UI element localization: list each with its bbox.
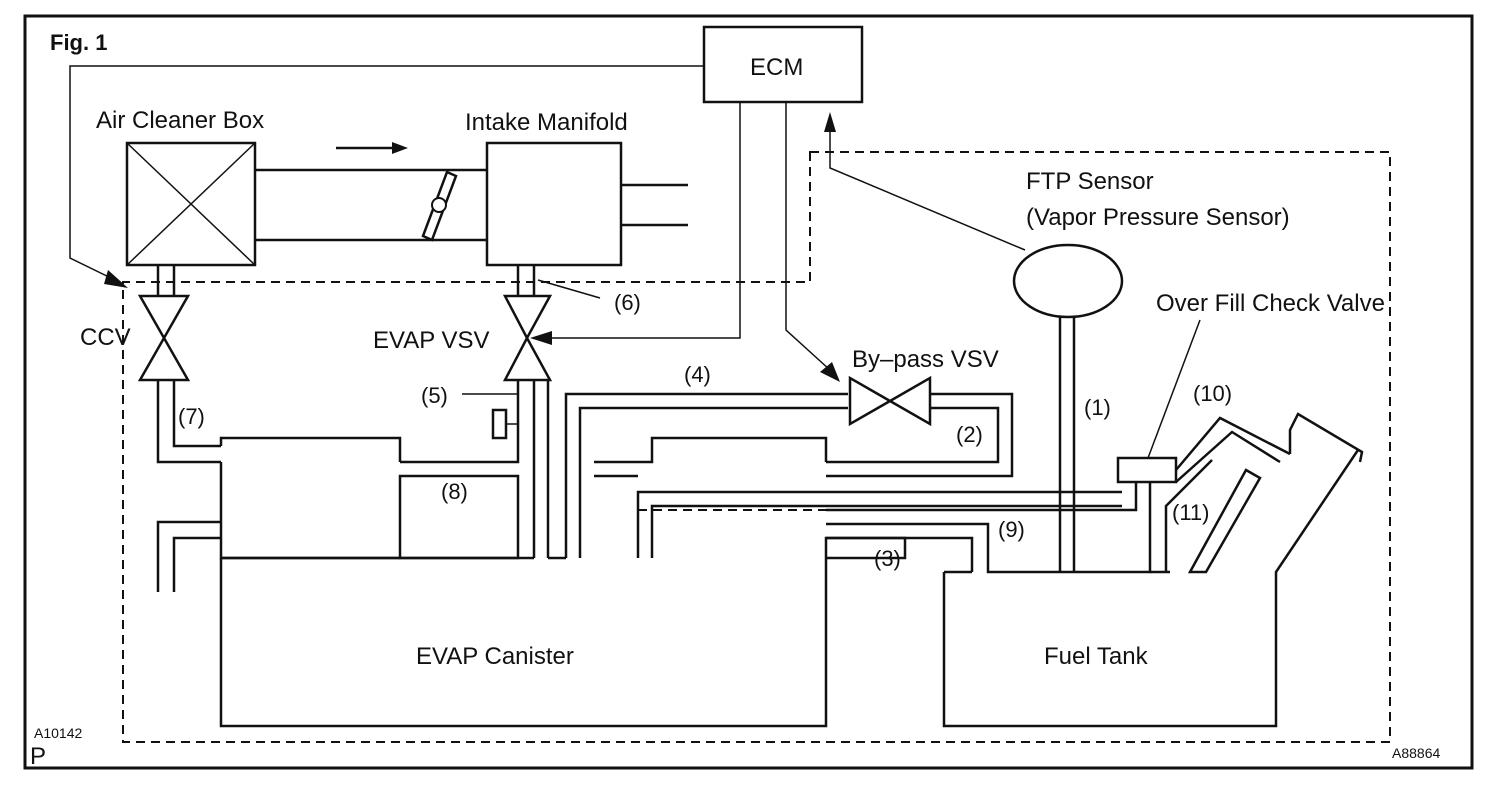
throttle-valve	[421, 170, 458, 242]
hose-number-5: (5)	[421, 383, 448, 408]
air-cleaner-box	[125, 141, 257, 267]
fuel-tank-label: Fuel Tank	[1044, 643, 1149, 670]
fuel-tank	[942, 449, 1360, 728]
ftp-sensor	[1012, 243, 1124, 319]
evap-canister-label: EVAP Canister	[416, 643, 574, 670]
hose-number-9: (9)	[998, 517, 1025, 542]
hose-number-6: (6)	[614, 290, 641, 315]
hose-number-10: (10)	[1193, 381, 1232, 406]
hose-number-11: (11)	[1172, 500, 1210, 525]
figure-code-left: A10142	[34, 725, 82, 741]
air-cleaner-box-label: Air Cleaner Box	[96, 107, 264, 134]
hose-number-4: (4)	[684, 362, 711, 387]
hose-number-2: (2)	[956, 422, 983, 447]
ccv-valve	[137, 294, 191, 382]
intake-manifold-label: Intake Manifold	[465, 109, 628, 136]
hose-number-1: (1)	[1084, 395, 1111, 420]
airflow-arrow-icon	[336, 142, 408, 154]
hose-number-3: (3)	[874, 546, 901, 571]
ftp-sensor-label: FTP Sensor	[1026, 168, 1154, 195]
filter-icon	[491, 408, 508, 440]
over-fill-check-valve-label: Over Fill Check Valve	[1156, 290, 1385, 317]
ecm-label: ECM	[750, 54, 803, 81]
figure-code-letter: P	[30, 743, 46, 770]
figure-title: Fig. 1	[50, 30, 107, 55]
evap-vsv-label: EVAP VSV	[373, 327, 490, 354]
ftp-sensor-sublabel: (Vapor Pressure Sensor)	[1026, 204, 1290, 231]
evap-vsv-valve	[502, 294, 553, 382]
ccv-label: CCV	[80, 324, 131, 351]
figure-code-right: A88864	[1392, 745, 1440, 761]
bypass-vsv-label: By–pass VSV	[852, 346, 999, 373]
hose-number-8: (8)	[441, 479, 468, 504]
hose-number-7: (7)	[178, 404, 205, 429]
over-fill-check-valve	[1116, 456, 1178, 484]
dashed-boundary	[122, 151, 1391, 743]
ecm-box	[702, 25, 864, 104]
intake-manifold	[485, 141, 688, 267]
figure-frame	[23, 14, 1474, 770]
bypass-vsv-valve	[848, 375, 932, 427]
evap-canister	[219, 536, 907, 728]
